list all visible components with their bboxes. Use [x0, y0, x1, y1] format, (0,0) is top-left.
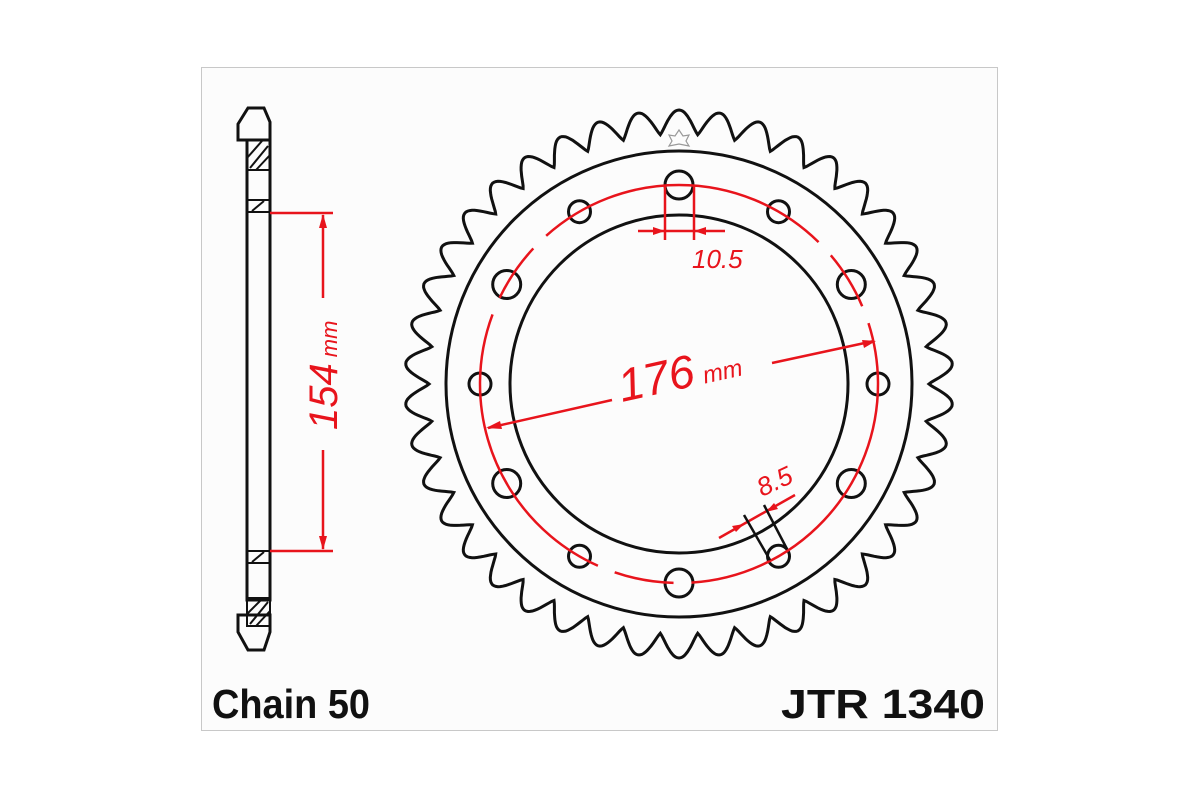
large-bolt-hole	[835, 468, 867, 499]
sprocket-top-mark	[667, 128, 691, 147]
bolt-circle-dimension	[486, 339, 876, 430]
small-hole-dimension	[718, 493, 796, 540]
small-bolt-hole	[766, 199, 791, 225]
center-bore-label: 154mm	[302, 321, 346, 430]
side-view	[236, 106, 272, 652]
chain-label: Chain 50	[212, 681, 370, 727]
diagram-frame	[201, 67, 998, 731]
bolt-circle-line	[478, 183, 880, 585]
side-view-plate	[245, 138, 272, 602]
center-bore-dimension	[270, 211, 333, 553]
large-bolt-hole	[491, 269, 523, 300]
small-bolt-hole	[567, 199, 592, 225]
bolt-circle-label: 176mm	[613, 334, 746, 412]
part-number-label: JTR 1340	[781, 681, 985, 727]
large-hole-label: 10.5	[692, 244, 743, 274]
large-bolt-hole	[491, 468, 523, 499]
small-hole-extension-lines	[742, 504, 789, 561]
center-bore-circle	[508, 213, 850, 555]
small-bolt-hole	[567, 543, 592, 569]
sprocket-teeth-outline	[404, 108, 954, 660]
side-view-top-tooth	[236, 106, 272, 142]
large-hole-dimension	[638, 186, 725, 240]
large-bolt-hole	[835, 269, 867, 300]
outer-ring-circle	[444, 149, 914, 619]
side-view-hatching	[246, 139, 271, 627]
